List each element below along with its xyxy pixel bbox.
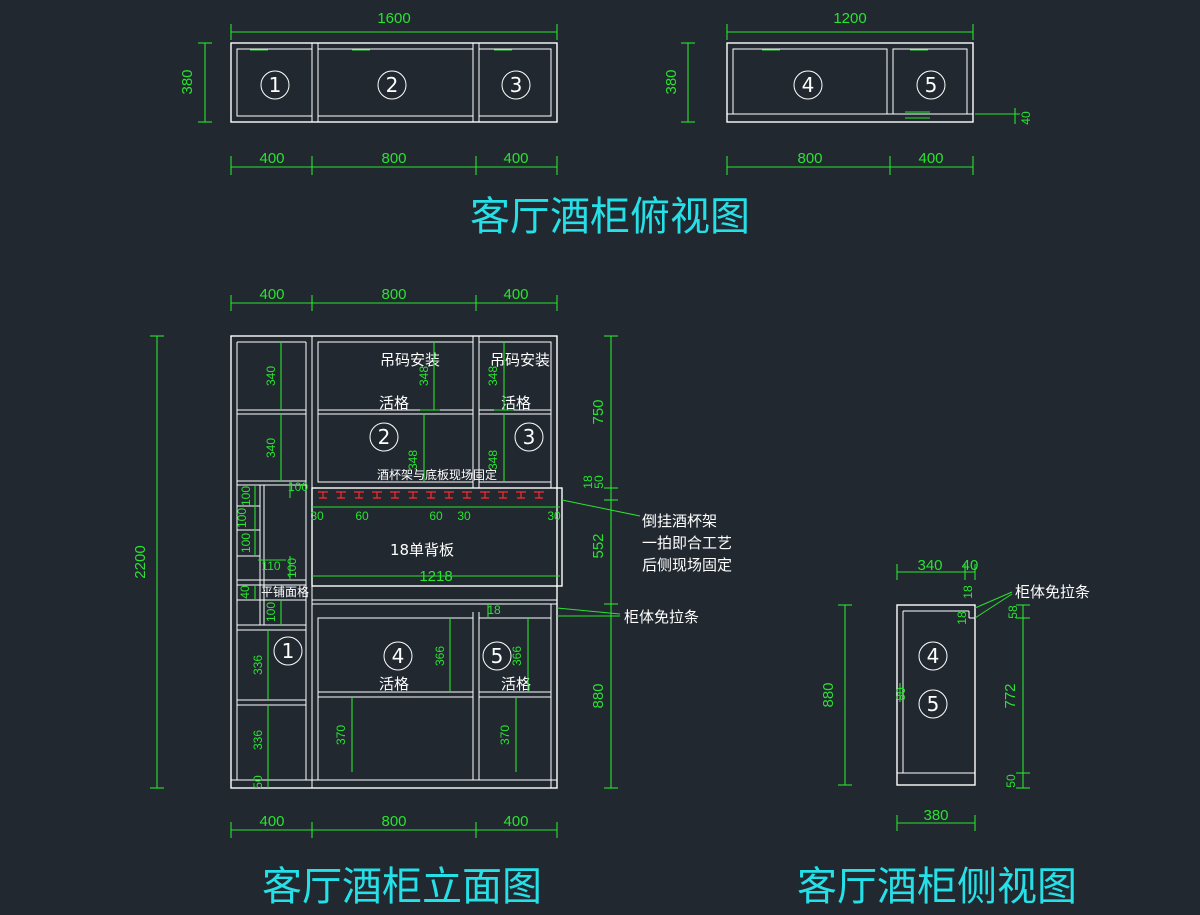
title-top-view: 客厅酒柜俯视图: [470, 194, 750, 240]
callout-rack-3: 后侧现场固定: [642, 556, 732, 574]
elev-lower-dim-1: 366: [433, 646, 447, 666]
elev-lower-dim-3: 370: [334, 725, 348, 745]
elev-left-dim-3: 100: [239, 486, 253, 506]
elev-bottom-w1: 400: [259, 813, 284, 830]
top-view-right: 1200 380 4 5 40 800 400: [663, 10, 1033, 175]
dim-top-left-depth: 380: [179, 69, 196, 94]
side-dim-small-3: 58: [1006, 605, 1020, 619]
elev-right-dim-2: 18: [581, 475, 595, 489]
dim-top-left-w1: 400: [259, 150, 284, 167]
top-view-left: 1600 380 1 2 3 400 800 400: [179, 10, 558, 175]
side-callout: 柜体免拉条: [1015, 583, 1090, 601]
elev-note-hang-1: 吊码安装: [380, 351, 440, 369]
elev-note-hang-2: 吊码安装: [490, 351, 550, 369]
elev-lower-dim-4: 370: [498, 725, 512, 745]
elev-top-w2: 800: [381, 286, 406, 303]
elev-left-dim-1: 340: [264, 366, 278, 386]
elev-total-height: 2200: [132, 545, 149, 578]
elev-small-label: 平铺面格: [261, 584, 309, 599]
elev-right-dim-3: 50: [592, 475, 606, 489]
elev-number-4: 4: [392, 644, 405, 668]
elev-note-shelf-1: 活格: [379, 394, 409, 412]
elevation-view: 400 800 400 2200 340: [132, 286, 732, 838]
elev-bottom-w3: 400: [503, 813, 528, 830]
elev-rack-dim-1: 100: [288, 480, 308, 494]
dim-top-right-w2: 400: [918, 150, 943, 167]
elev-top-w3: 400: [503, 286, 528, 303]
elev-right-dim-1: 750: [590, 399, 607, 424]
dim-top-right-small: 40: [1019, 111, 1033, 125]
top-right-number-4: 4: [802, 73, 815, 97]
elev-left-dim-12: 50: [251, 775, 265, 789]
top-right-number-5: 5: [925, 73, 938, 97]
callout-rack-1: 倒挂酒杯架: [642, 512, 717, 530]
elev-rack-dim-2: 30: [310, 509, 324, 523]
elev-top-w1: 400: [259, 286, 284, 303]
side-view: 340 40 18 18 80 4 5 880 58 772 50 柜体免拉条: [820, 557, 1090, 831]
wine-glass-hangers: [318, 491, 544, 499]
callout-rack-2: 一拍即合工艺: [642, 534, 732, 552]
side-height-left: 880: [820, 682, 837, 707]
dim-top-right-depth: 380: [663, 69, 680, 94]
side-base: 50: [1004, 774, 1018, 788]
elev-lower-dim-2: 366: [510, 646, 524, 666]
elev-left-dim-9: 100: [264, 602, 278, 622]
elev-right-dim-5: 880: [590, 683, 607, 708]
top-left-number-1: 1: [269, 73, 282, 97]
elev-rack-dim-3: 60: [355, 509, 369, 523]
elev-rack-dim-6: 30: [547, 509, 561, 523]
dim-top-right-total: 1200: [833, 10, 866, 27]
elev-number-1: 1: [282, 639, 295, 663]
elev-left-dim-6: 110: [261, 559, 280, 573]
elev-left-dim-4: 100: [235, 508, 249, 528]
callout-strip: 柜体免拉条: [624, 608, 699, 626]
side-dim-small-1: 18: [961, 585, 975, 599]
elev-left-dim-5: 100: [239, 533, 253, 553]
side-number-4: 4: [927, 644, 940, 668]
side-width-bottom: 380: [923, 807, 948, 824]
title-side-view: 客厅酒柜侧视图: [797, 864, 1077, 910]
elev-upper-dim-2: 348: [486, 366, 500, 386]
elev-rack-dim-5: 30: [457, 509, 471, 523]
top-left-number-2: 2: [386, 73, 399, 97]
side-dim-top-1: 340: [917, 557, 942, 574]
elev-number-2: 2: [378, 425, 391, 449]
side-height-right: 772: [1002, 683, 1019, 708]
elev-backboard: 18单背板: [390, 541, 454, 559]
top-left-number-3: 3: [510, 73, 523, 97]
elev-number-5: 5: [491, 644, 504, 668]
dim-top-left-w3: 400: [503, 150, 528, 167]
side-dim-small-2: 18: [955, 611, 969, 625]
elev-backboard-width: 1218: [419, 568, 452, 585]
elev-note-shelf-2: 活格: [501, 394, 531, 412]
elev-lower-note-2: 活格: [501, 675, 531, 693]
elev-number-3: 3: [523, 425, 536, 449]
elev-upper-dim-1: 348: [417, 366, 431, 386]
elev-lower-dim-5: 18: [487, 603, 501, 617]
elev-left-dim-2: 340: [264, 438, 278, 458]
dim-top-left-w2: 800: [381, 150, 406, 167]
elev-right-dim-4: 552: [590, 533, 607, 558]
elev-left-dim-11: 336: [251, 730, 265, 750]
elev-upper-dim-3: 348: [406, 450, 420, 470]
side-small-text: 80: [894, 687, 908, 701]
dim-top-left-total: 1600: [377, 10, 410, 27]
elev-left-dim-10: 336: [251, 655, 265, 675]
side-dim-top-2: 40: [962, 557, 979, 574]
dim-top-right-w1: 800: [797, 150, 822, 167]
elev-upper-dim-4: 348: [486, 450, 500, 470]
side-number-5: 5: [927, 692, 940, 716]
elev-left-dim-7: 100: [285, 558, 299, 578]
elev-left-dim-8: 40: [238, 585, 252, 599]
elev-rack-dim-4: 60: [429, 509, 443, 523]
elev-bottom-w2: 800: [381, 813, 406, 830]
title-elevation: 客厅酒柜立面图: [262, 864, 542, 910]
elev-lower-note-1: 活格: [379, 675, 409, 693]
elev-rack-note: 酒杯架与底板现场固定: [377, 467, 497, 482]
